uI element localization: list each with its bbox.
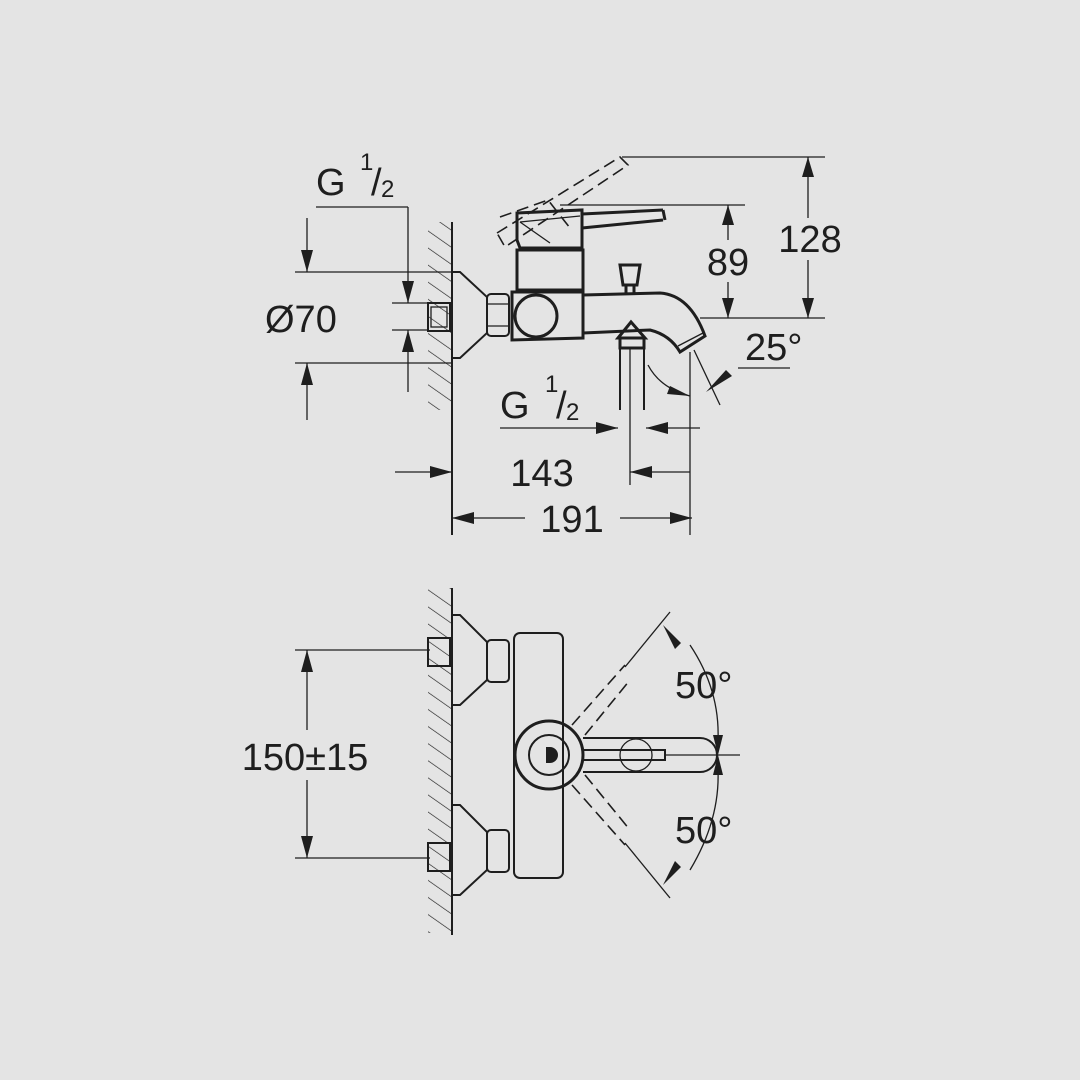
dimension-191-label: 191 [540,499,603,541]
thread-outlet-den: 2 [566,399,579,426]
dimension-150-15: 150±15 [242,737,369,779]
dimension-escutcheon: Ø70 G 1 / 2 [265,149,452,420]
thread-top-slash: / [371,162,382,204]
dimension-128: 128 [778,219,841,261]
shower-outlet [614,319,649,485]
dimension-diameter-70: Ø70 [265,299,337,341]
wall [428,588,453,935]
mixer-body [510,208,667,342]
dimension-143-label: 143 [510,453,573,495]
angle-lower-50: 50° [675,810,732,852]
lever-alt-positions [571,611,740,899]
angle-upper-50: 50° [675,665,732,707]
dimension-centers: 150±15 [242,649,430,859]
side-view: 89 128 25° G 1 / 2 [265,149,844,541]
dimension-outlet-thread: G 1 / 2 [500,371,700,434]
dimension-angles: 50° 50° [663,625,732,885]
escutcheon [451,271,488,359]
dimension-191: 191 [452,475,692,541]
nut [486,293,510,337]
wall-fitting [427,302,451,332]
thread-top-num: 1 [360,149,373,176]
thread-outlet-slash: / [556,385,567,427]
thread-outlet-base: G [500,385,530,427]
thread-outlet-num: 1 [545,371,558,398]
lower-connection [427,804,510,896]
wall [428,222,453,535]
dimension-143: 143 [395,453,690,495]
dimension-25-deg: 25° [745,327,802,369]
spout [582,291,707,355]
handle-disc [513,719,585,791]
lever-alt-position [495,155,630,249]
thread-top-base: G [316,162,346,204]
dimension-89: 89 [707,242,749,284]
dimension-spout-angle: 25° [647,327,802,475]
upper-connection [427,614,510,706]
top-view: 50° 50° 150±15 [242,588,740,935]
dimension-heights: 89 128 [560,156,844,319]
thread-top-den: 2 [381,176,394,203]
diverter-knob [618,263,642,293]
